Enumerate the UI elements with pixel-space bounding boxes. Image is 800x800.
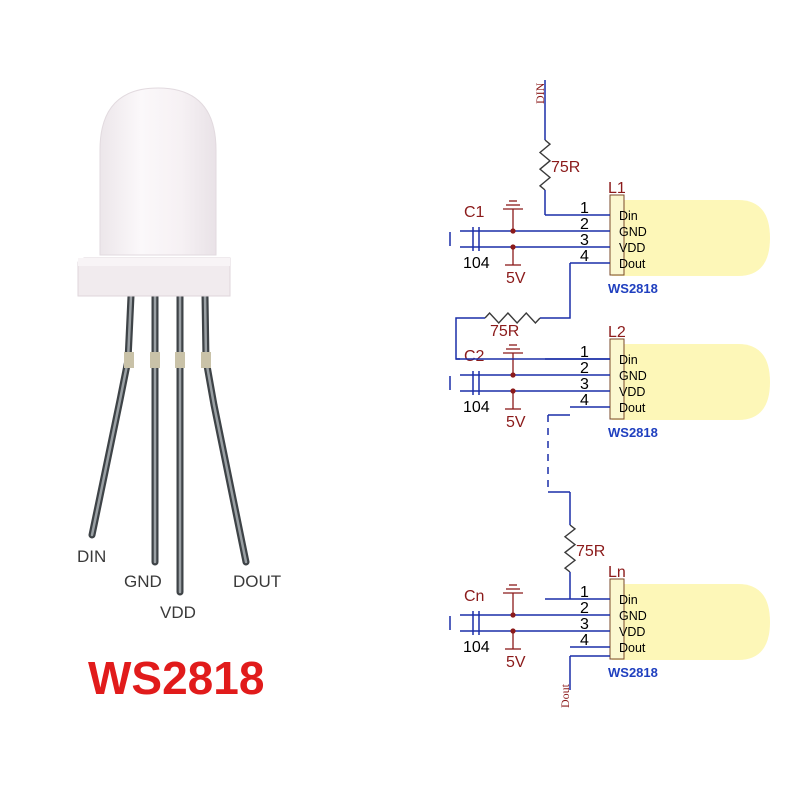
supply-label: 5V <box>506 414 526 431</box>
led-pin-label-din: DIN <box>77 547 106 566</box>
led-illustration: DIN GND VDD DOUT WS2818 <box>77 87 281 704</box>
pin-number: 3 <box>580 376 589 393</box>
pin-name: GND <box>619 225 647 239</box>
pin-name: Din <box>619 209 638 223</box>
resistor-value: 75R <box>551 159 580 176</box>
led-part-label: WS2818 <box>608 665 658 680</box>
pin-name: VDD <box>619 241 645 255</box>
led-legs <box>88 292 250 596</box>
pin-name: Dout <box>619 641 646 655</box>
led-glow <box>612 344 770 420</box>
din-net-label: DIN <box>533 82 547 104</box>
junction-dot <box>510 244 516 250</box>
supply-label: 5V <box>506 270 526 287</box>
led-symbol-body <box>609 578 625 660</box>
capacitor-value: 104 <box>463 255 490 272</box>
resistor <box>563 524 577 573</box>
pin-number: 1 <box>580 584 589 601</box>
schematic: DIN <box>533 80 547 140</box>
led-part-label: WS2818 <box>608 281 658 296</box>
pin-name: Din <box>619 593 638 607</box>
pin-number: 3 <box>580 232 589 249</box>
pin-number: 2 <box>580 360 589 377</box>
led-glow <box>612 200 770 276</box>
led-part-label: WS2818 <box>608 425 658 440</box>
chain-continuation <box>547 414 571 525</box>
resistor-value: 75R <box>490 323 519 340</box>
pin-number: 1 <box>580 200 589 217</box>
resistor-value: 75R <box>576 543 605 560</box>
junction-dot <box>510 612 516 618</box>
led-pin-label-gnd: GND <box>124 572 162 591</box>
capacitor-ref: C2 <box>464 348 485 365</box>
pin-name: Din <box>619 353 638 367</box>
led-pin-label-vdd: VDD <box>160 603 196 622</box>
capacitor-value: 104 <box>463 639 490 656</box>
led-symbol-body <box>609 338 625 420</box>
pin-name: Dout <box>619 401 646 415</box>
pin-number: 4 <box>580 392 589 409</box>
led-ref: L2 <box>608 324 626 341</box>
pin-number: 4 <box>580 632 589 649</box>
led-pin-label-dout: DOUT <box>233 572 281 591</box>
led-title: WS2818 <box>88 652 264 704</box>
dout-output: Dout <box>558 655 610 708</box>
led-symbol-body <box>609 194 625 276</box>
led-glow <box>612 584 770 660</box>
pin-name: VDD <box>619 385 645 399</box>
wire <box>540 263 571 319</box>
pin-number: 1 <box>580 344 589 361</box>
pin-name: VDD <box>619 625 645 639</box>
pin-name: GND <box>619 369 647 383</box>
pin-number: 3 <box>580 616 589 633</box>
resistor <box>538 139 552 191</box>
junction-dot <box>510 228 516 234</box>
resistor <box>484 311 541 325</box>
capacitor-ref: Cn <box>464 588 484 605</box>
led-ref: Ln <box>608 564 626 581</box>
junction-dot <box>510 372 516 378</box>
led-dome <box>99 87 217 256</box>
supply-label: 5V <box>506 654 526 671</box>
pin-name: GND <box>619 609 647 623</box>
pin-number: 4 <box>580 248 589 265</box>
capacitor-ref: C1 <box>464 204 485 221</box>
dout-net-label: Dout <box>558 683 572 708</box>
pin-name: Dout <box>619 257 646 271</box>
capacitor-value: 104 <box>463 399 490 416</box>
pin-number: 2 <box>580 216 589 233</box>
led-ref: L1 <box>608 180 626 197</box>
pin-number: 2 <box>580 600 589 617</box>
junction-dot <box>510 388 516 394</box>
junction-dot <box>510 628 516 634</box>
